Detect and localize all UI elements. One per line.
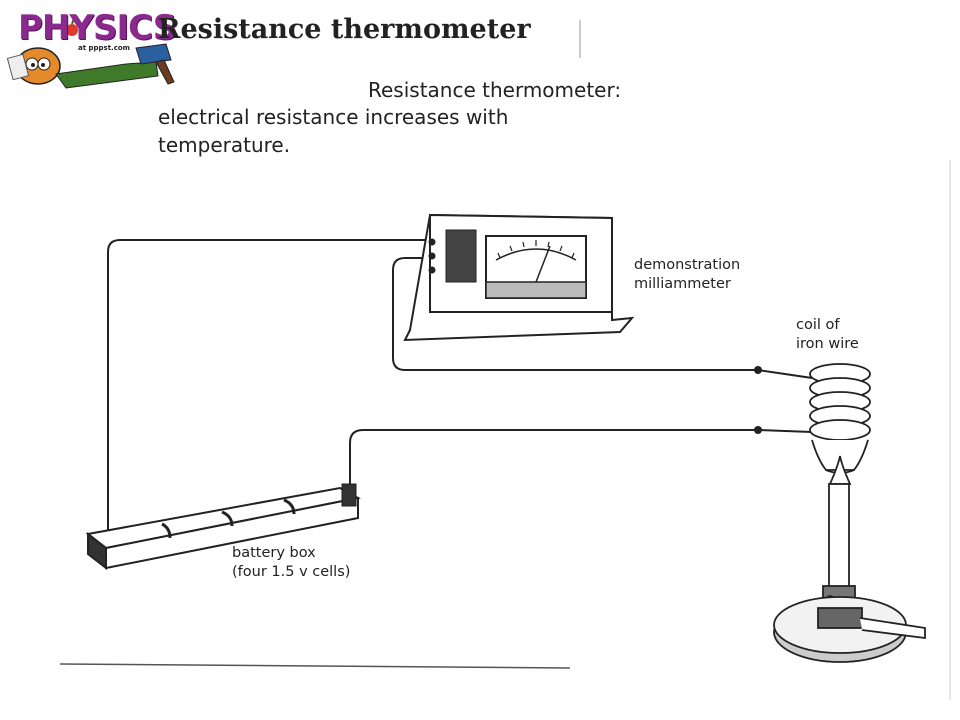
terminal-dot [754,426,762,434]
bunsen-burner [773,455,926,663]
coil-label: coil of iron wire [796,316,859,354]
battery-cell-divider [283,498,296,515]
description-line: electrical resistance increases with [158,105,509,129]
description: electrical resistance increases with tem… [158,103,508,159]
battery-box [85,483,361,571]
meter-label: demonstration milliammeter [634,256,740,294]
battery-label-line: (four 1.5 v cells) [232,564,351,580]
scan-edge [59,663,571,669]
wires [107,239,813,540]
diagram-subtitle: Resistance thermometer: [368,78,622,102]
logo-wordmark: PHYSICS [18,8,177,48]
wire-coil-bottom [757,429,813,433]
page-title: Resistance thermometer [158,14,531,45]
meter-terminal-block [445,229,477,283]
wire-battery-to-meter [107,239,430,540]
wire-coil-top [757,369,813,379]
terminal-dot [754,366,762,374]
physics-logo: PHYSICS at pppst.com [6,4,177,96]
milliammeter [403,213,635,342]
logo-subtitle: at pppst.com [78,44,130,52]
battery-cell-divider [161,522,172,539]
description-line: temperature. [158,133,291,157]
battery-label: battery box (four 1.5 v cells) [232,544,350,582]
coil-label-line: iron wire [796,336,859,352]
coil-label-line: coil of [796,317,840,333]
battery-label-line: battery box [232,545,316,561]
wire-meter-to-coil [392,257,758,371]
flame-icon [828,455,852,485]
meter-label-line: demonstration [634,257,741,273]
meter-label-line: milliammeter [634,276,731,292]
wire-battery-to-coil [349,429,758,498]
iron-wire-coil [809,363,871,474]
battery-cell-divider [221,510,234,527]
meter-needle [535,245,551,283]
logo-cartoon-icon [6,17,175,89]
